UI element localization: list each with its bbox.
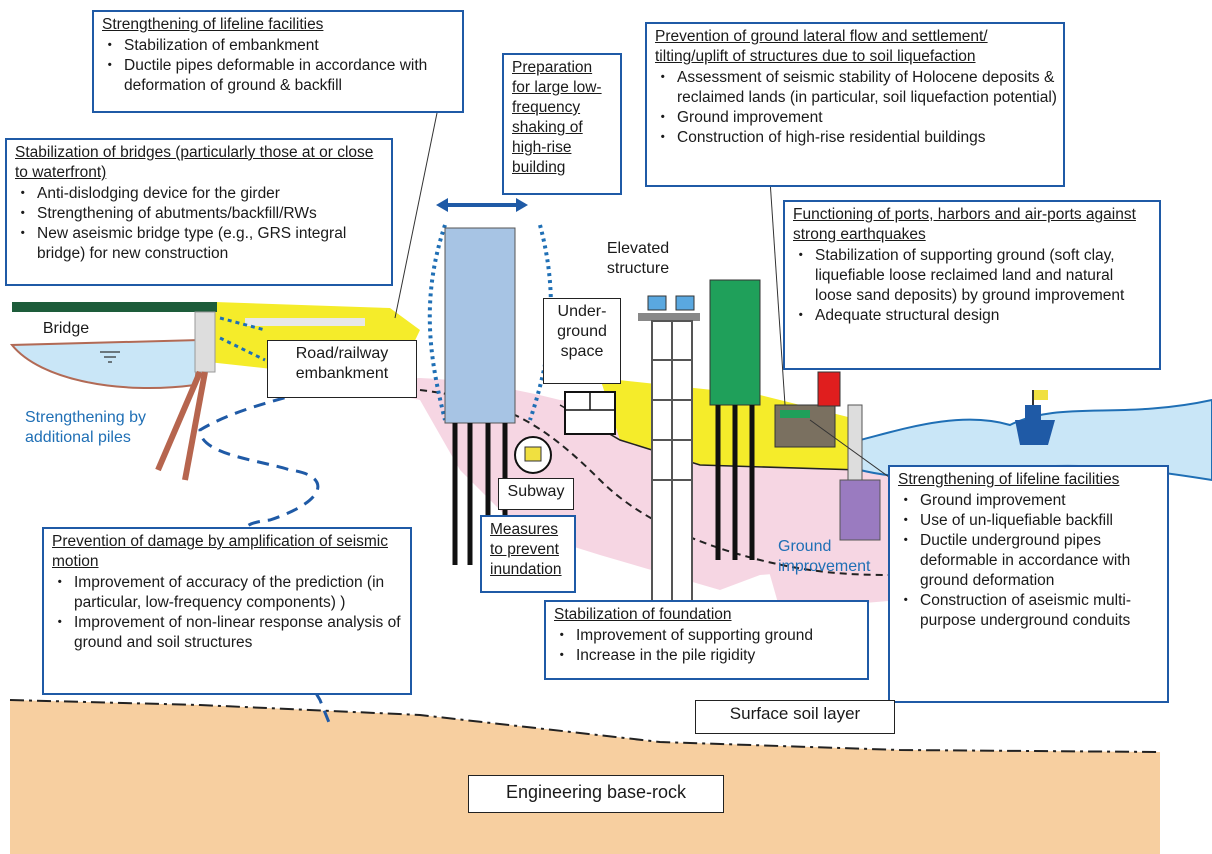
piles-label: Strengthening by additional piles: [25, 409, 146, 446]
bridges-box: Stabilization of bridges (particularly t…: [5, 138, 393, 286]
green-building: [709, 279, 761, 406]
surface-soil-label: Surface soil layer: [695, 700, 895, 734]
ship: [1015, 420, 1055, 445]
liquefaction-item: Ground improvement: [655, 108, 1057, 128]
bridges-heading: Stabilization of bridges (particularly t…: [15, 144, 374, 181]
bridge-deck: [12, 302, 217, 312]
lifeline-right-item: Ground improvement: [898, 491, 1161, 511]
subway-label: Subway: [498, 478, 574, 510]
ports-item: Stabilization of supporting ground (soft…: [793, 246, 1153, 306]
amplification-heading: Prevention of damage by amplification of…: [52, 533, 388, 570]
amplification-box: Prevention of damage by amplification of…: [42, 527, 412, 695]
conduit: [839, 479, 881, 541]
base-rock-label: Engineering base-rock: [468, 775, 724, 813]
river-water: [9, 338, 202, 390]
port-tank: [817, 371, 841, 407]
embankment-label: Road/railway embankment: [267, 340, 417, 398]
liquefaction-heading: Prevention of ground lateral flow and se…: [655, 28, 988, 65]
lifeline-right-heading: Strengthening of lifeline facilities: [898, 471, 1120, 488]
lifeline-top-item: Stabilization of embankment: [102, 36, 456, 56]
foundation-item: Increase in the pile rigidity: [554, 646, 861, 666]
embankment-road: [245, 318, 365, 326]
inundation-box: Measures to prevent inundation: [480, 515, 576, 593]
bridges-item: New aseismic bridge type (e.g., GRS inte…: [15, 224, 385, 264]
highrise-box: Preparation for large low-frequency shak…: [502, 53, 622, 195]
ground-improvement-label: Ground improvement: [778, 538, 871, 575]
ports-item: Adequate structural design: [793, 306, 1153, 326]
amplification-item: Improvement of accuracy of the predictio…: [52, 573, 404, 613]
abutment: [194, 311, 216, 373]
bridges-item: Strengthening of abutments/backfill/RWs: [15, 204, 385, 224]
seabed-line: [419, 389, 901, 576]
pink-soil-layer: [230, 360, 940, 590]
elevated-label: Elevated structure: [606, 240, 670, 277]
underground-label: Under-ground space: [543, 298, 621, 384]
ports-heading: Functioning of ports, harbors and air-po…: [793, 206, 1136, 243]
lifeline-right-item: Construction of aseismic multi-purpose u…: [898, 591, 1161, 631]
bridge-label: Bridge: [42, 320, 90, 337]
bridges-item: Anti-dislodging device for the girder: [15, 184, 385, 204]
ports-box: Functioning of ports, harbors and air-po…: [783, 200, 1161, 370]
lifeline-right-box: Strengthening of lifeline facilities Gro…: [888, 465, 1169, 703]
green-building-piles: [715, 405, 755, 560]
liquefaction-item: Assessment of seismic stability of Holoc…: [655, 68, 1057, 108]
foundation-item: Improvement of supporting ground: [554, 626, 861, 646]
underground-structure: [564, 391, 616, 435]
inundation-text: Measures to prevent inundation: [490, 521, 562, 578]
foundation-heading: Stabilization of foundation: [554, 606, 732, 623]
ground-improvement-zone: [760, 520, 900, 610]
lifeline-top-box: Strengthening of lifeline facilities Sta…: [92, 10, 464, 113]
amplification-item: Improvement of non-linear response analy…: [52, 613, 404, 653]
lifeline-right-item: Ductile underground pipes deformable in …: [898, 531, 1161, 591]
lifeline-top-heading: Strengthening of lifeline facilities: [102, 16, 324, 33]
liquefaction-item: Construction of high-rise residential bu…: [655, 128, 1057, 148]
lifeline-right-item: Use of un-liquefiable backfill: [898, 511, 1161, 531]
highrise-building: [444, 227, 516, 424]
foundation-box: Stabilization of foundation Improvement …: [544, 600, 869, 680]
pipe-route-dashed: [198, 363, 401, 726]
lifeline-top-item: Ductile pipes deformable in accordance w…: [102, 56, 456, 96]
liquefaction-box: Prevention of ground lateral flow and se…: [645, 22, 1065, 187]
highrise-text: Preparation for large low-frequency shak…: [512, 59, 602, 176]
elevated-deck: [638, 313, 700, 321]
